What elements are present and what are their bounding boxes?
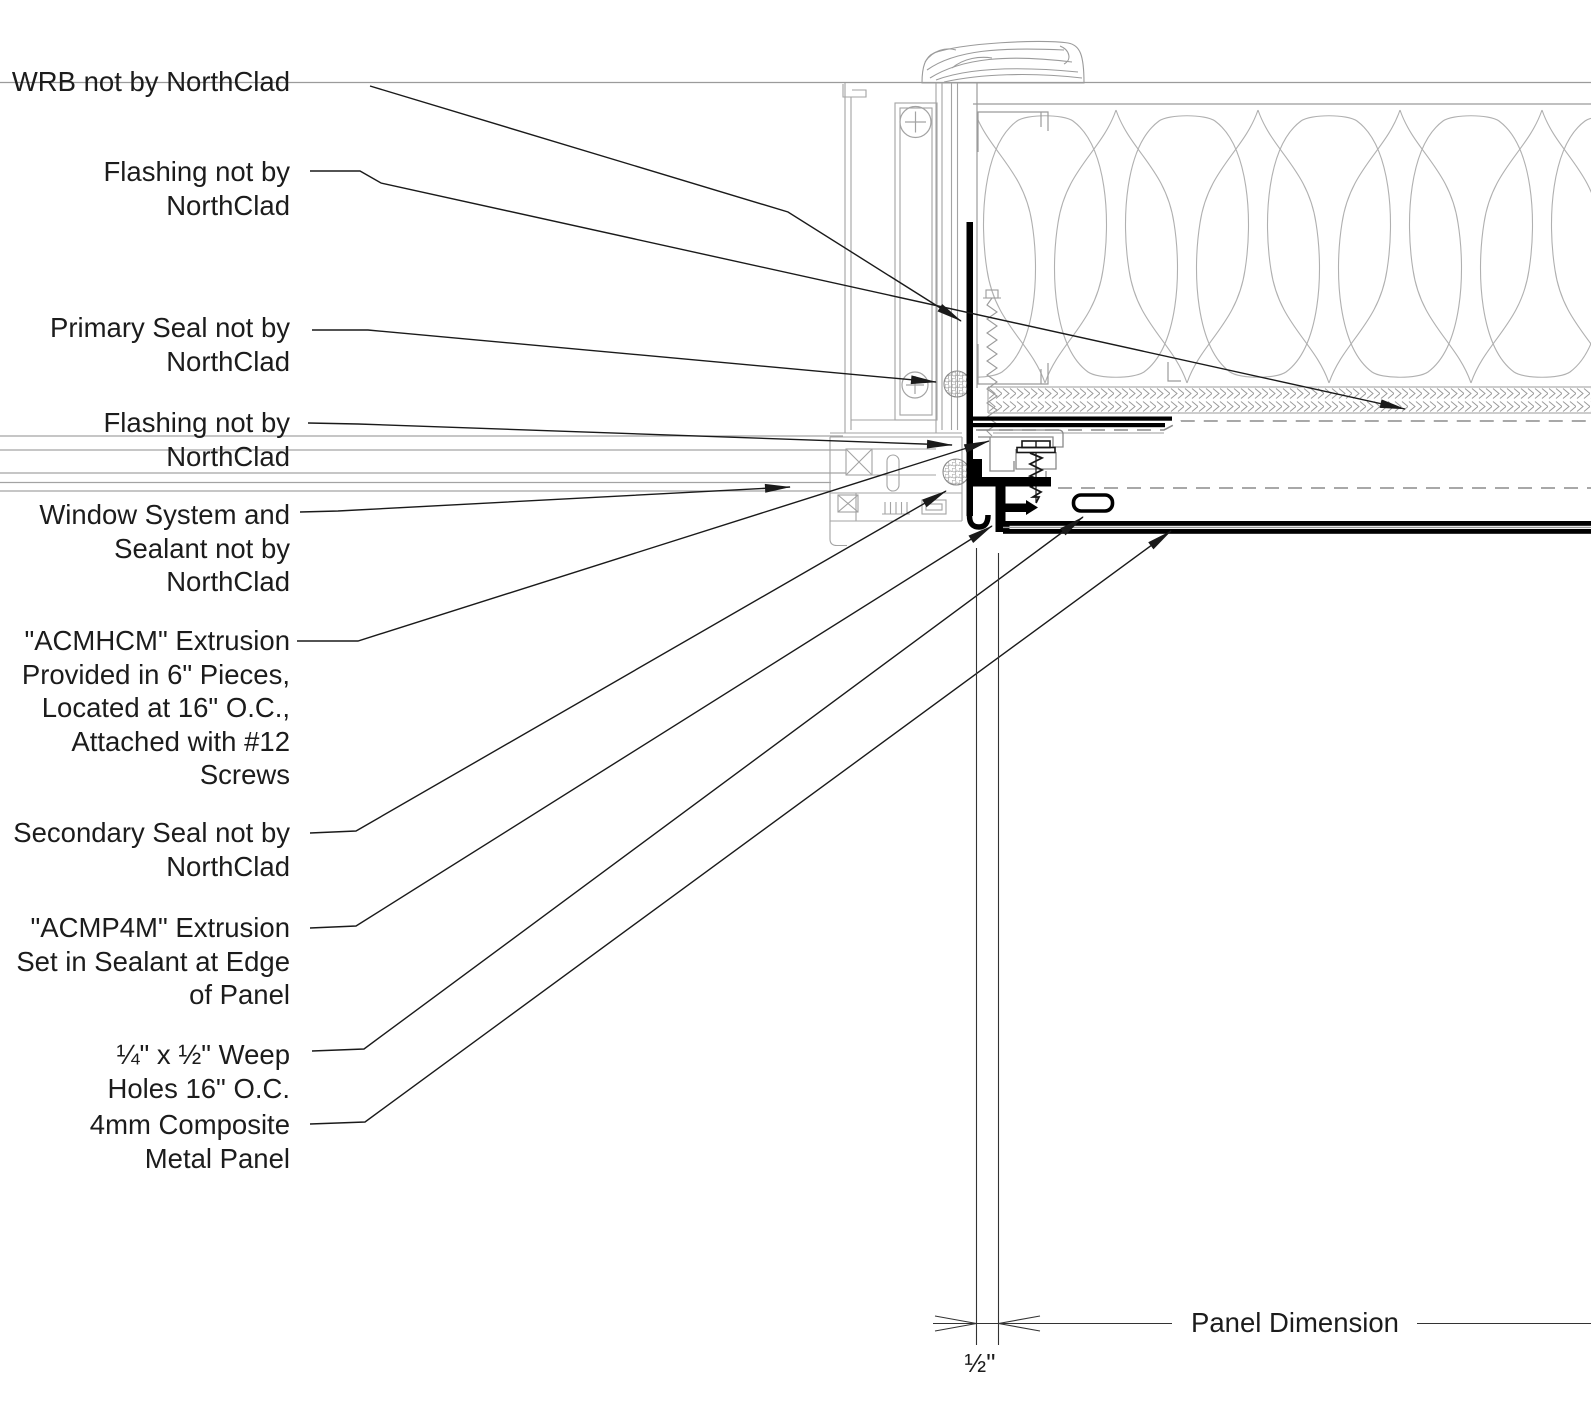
leader-weep-holes [311,516,1084,1052]
frame-screw-upper [899,105,932,139]
label-composite-panel: 4mm Composite Metal Panel [90,1108,290,1175]
insulation-channel-clips [976,108,1181,388]
label-line: NorthClad [166,189,290,221]
label-acmp4m: "ACMP4M" Extrusion Set in Sealant at Edg… [16,911,290,1012]
label-line: "ACMP4M" Extrusion [30,912,290,943]
label-line: Metal Panel [144,1142,290,1174]
leader-secondary-seal [309,490,947,834]
label-line: NorthClad [166,345,290,377]
panel-dimension-label: Panel Dimension [1191,1307,1399,1338]
label-acmhcm: "ACMHCM" Extrusion Provided in 6" Pieces… [22,624,290,792]
label-flashing-lower: Flashing not by NorthClad [104,406,291,473]
label-flashing-upper: Flashing not by NorthClad [104,155,291,222]
label-line: NorthClad [166,566,290,597]
label-line: Provided in 6" Pieces, [21,658,290,690]
secondary-seal-backer-rod [942,458,970,486]
leader-acmhcm [297,440,990,642]
soffit-lines [0,81,1591,108]
label-line: Located at 16" O.C., [41,692,290,723]
label-line: Screws [199,759,290,790]
dimension-half-inch [933,548,1591,1345]
leader-composite-panel [309,530,1172,1125]
label-line: Flashing not by [103,407,291,438]
leader-flashing-upper [310,170,1406,410]
label-window-system: Window System and Sealant not by NorthCl… [39,498,290,599]
label-line: NorthClad [166,850,290,882]
leader-acmp4m [309,525,993,929]
window-sill [829,432,963,547]
composite-metal-panel [1003,521,1591,534]
wood-blocking [921,40,1085,84]
frame-screw-lower [901,371,929,399]
label-line: Set in Sealant at Edge [16,945,290,977]
label-primary-seal: Primary Seal not by NorthClad [50,311,290,378]
label-line: Window System and [39,499,290,530]
label-line: Primary Seal not by [50,312,290,343]
label-line: ¼" x ½" Weep [116,1039,290,1070]
acmhcm-extrusion-profile [978,429,1064,477]
label-line: WRB not by NorthClad [11,66,290,97]
label-line: NorthClad [166,440,290,472]
dashed-wrb-line [976,420,1591,489]
leader-primary-seal [312,329,937,385]
leader-flashing-lower [307,422,953,449]
sheathing-band [987,386,1591,414]
half-inch-dimension-label: ½" [964,1348,996,1378]
label-line: "ACMHCM" Extrusion [24,625,290,656]
label-line: Attached with #12 [71,725,290,757]
label-weep-holes: ¼" x ½" Weep Holes 16" O.C. [108,1038,290,1105]
label-wrb: WRB not by NorthClad [12,65,290,99]
leader-lines [297,85,1406,1125]
label-line: 4mm Composite [89,1109,290,1140]
leader-window-system [299,483,791,513]
primary-seal-backer-rod [943,370,971,398]
label-line: Flashing not by [103,156,291,187]
label-line: of Panel [189,979,290,1010]
label-secondary-seal: Secondary Seal not by NorthClad [13,816,290,883]
label-line: Secondary Seal not by [13,817,290,848]
weep-hole-symbol [1071,493,1115,513]
acmp4m-extrusion-profile [973,459,1051,532]
label-line: Sealant not by [114,532,290,564]
acmhcm-screw [1016,440,1056,504]
insulation-batt [978,109,1591,384]
label-line: Holes 16" O.C. [107,1072,290,1104]
leader-wrb [369,85,962,322]
anchor-screw [983,289,1001,437]
